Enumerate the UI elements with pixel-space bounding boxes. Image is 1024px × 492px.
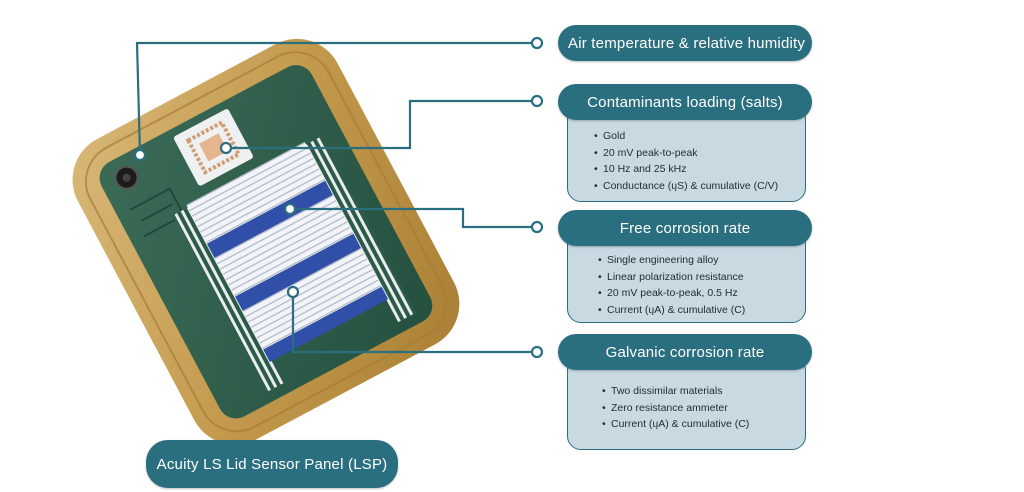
callout-contaminants-title: Contaminants loading (salts) [558,84,812,120]
bullet-item: 20 mV peak-to-peak, 0.5 Hz [598,285,805,302]
leader-line-air-temp [135,41,537,156]
free-corrosion-electrode [186,141,326,244]
callout-free-corrosion-title: Free corrosion rate [558,210,812,246]
callout-air-temperature-title: Air temperature & relative humidity [558,25,812,61]
panel-label: Acuity LS Lid Sensor Panel (LSP) [146,440,398,488]
anchor-dot [530,94,544,108]
callout-galvanic-title: Galvanic corrosion rate [558,334,812,370]
bullet-item: Linear polarization resistance [598,269,805,286]
bullet-item: Zero resistance ammeter [602,400,805,417]
bullet-item: 20 mV peak-to-peak [594,145,805,162]
anchor-dot [286,285,300,299]
leader-line-galvanic [291,292,537,354]
anchor-dot [530,36,544,50]
anchor-dot [530,220,544,234]
galvanic-corrosion-electrode [242,247,382,350]
leader-line-free-corrosion [290,207,537,229]
leader-line-contaminants [226,99,537,150]
bullet-item: Current (ųA) & cumulative (C) [602,416,805,433]
bullet-item: Single engineering alloy [598,252,805,269]
anchor-dot [219,141,233,155]
bullet-item: Conductance (ųS) & cumulative (C/V) [594,178,805,195]
anchor-dot [530,345,544,359]
bullet-item: Current (ųA) & cumulative (C) [598,302,805,319]
bullet-item: Two dissimilar materials [602,383,805,400]
bullet-item: 10 Hz and 25 kHz [594,161,805,178]
callout-galvanic-card: Two dissimilar materials Zero resistance… [567,356,806,450]
anchor-dot [283,202,297,216]
bullet-item: Gold [594,128,805,145]
anchor-dot [133,148,147,162]
